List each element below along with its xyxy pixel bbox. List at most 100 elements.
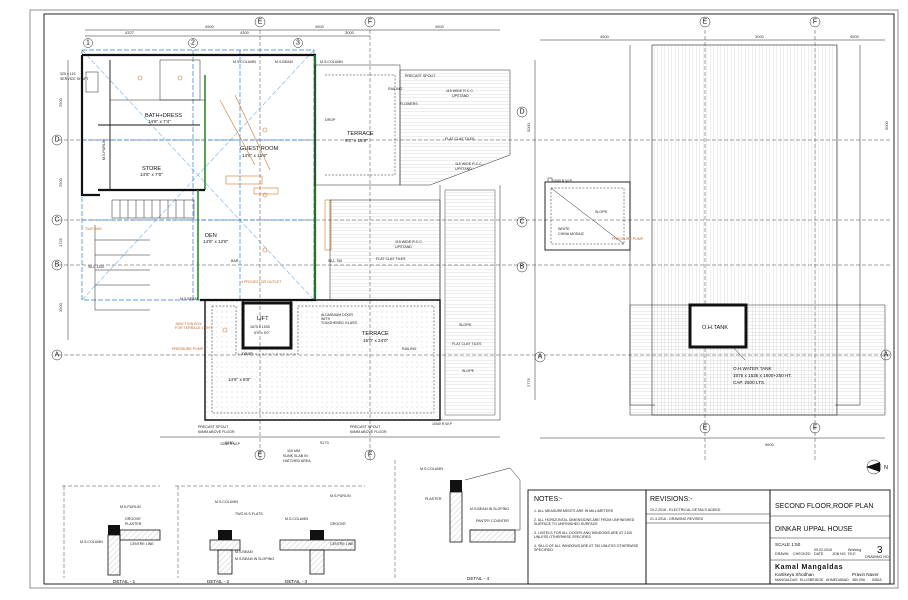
glass-door-line3: TOUGHENED GLASS xyxy=(321,321,357,325)
clay-tile-slope-lower xyxy=(329,199,441,301)
dim-top-4500c: 4500 xyxy=(435,24,445,29)
dim-roof-4500b: 4500 xyxy=(850,34,860,39)
upstand-line1-low: 115 WIDE R.C.C. xyxy=(395,240,423,244)
d1-groove: GROOVE xyxy=(125,517,141,521)
lift-label: LIFT xyxy=(257,316,269,322)
dim-bottom-5250: 5250 xyxy=(225,440,235,445)
d1-centre: CENTRE LINE xyxy=(130,542,154,546)
grid-e-top: E xyxy=(258,19,263,26)
slope-label-2: SLOPE xyxy=(462,369,475,373)
upstand-line1-top: 115 WIDE R.C.C. xyxy=(446,89,474,93)
oh-tank-note-3: CAP. 2500 LTS. xyxy=(733,380,765,385)
glass-door-line2: WITH xyxy=(321,317,331,321)
white-mosaic-line1: WHITE xyxy=(558,227,570,231)
d4-pantry: PANTRY COUNTER xyxy=(476,519,509,523)
revision-2: 21.3.2016 - DRAWING REVISED xyxy=(650,517,704,521)
drawing-no-value: 3 xyxy=(877,545,883,556)
notes-title: NOTES:- xyxy=(534,496,563,503)
grid-d-mid: D xyxy=(519,109,524,116)
second-floor-plan: SERVICE SHAFT 325 x 115 BATH+DRESS 14'6"… xyxy=(60,49,511,463)
junction-box-line1: JUNCTION BOX xyxy=(175,322,202,326)
grid-bubbles: 1 2 3 E F E F E F E F D C B A D C B A A xyxy=(51,16,892,461)
terrace-2-dim: 15'0" x 24'0" xyxy=(363,338,389,343)
drop-label-2: DROP xyxy=(242,352,253,356)
grid-c-left: C xyxy=(54,217,59,224)
m-s-beam-label: M.S.BEAM xyxy=(275,60,293,64)
dim-side-2500a: 2500 xyxy=(58,97,63,107)
job-no-label: JOB NO. xyxy=(832,552,846,556)
d4-beam-sloping: M.S.BEAM IN SLOPING xyxy=(470,507,509,511)
dim-roof-side-5000a: 5000 xyxy=(526,122,531,132)
notes-block: NOTES:- 1. ALL MEASUREMENTS ARE IN MILLI… xyxy=(527,489,647,585)
rwp-label-1: 100Ø R.W.P xyxy=(220,442,241,446)
file-label: FILE xyxy=(848,552,856,556)
bar-label: BAR xyxy=(231,259,239,263)
grid-a-mid: A xyxy=(538,354,543,361)
terrace-2-label: TERRACE xyxy=(362,331,389,337)
d4-column: M.S.COLUMN xyxy=(420,467,443,471)
sunk-slab-line2: SUNK SLAB IN xyxy=(283,454,308,458)
m-s-column-label-2: M.S.COLUMN xyxy=(233,60,256,64)
upstand-line1-mid: 115 WIDE R.C.C. xyxy=(455,162,483,166)
detail-4-title: DETAIL - 4 xyxy=(467,576,490,581)
terrace-1-outline xyxy=(314,64,401,186)
d2-column: M.S.COLUMN xyxy=(215,500,238,504)
title-block: SECOND FLOOR,ROOF PLAN DINKAR UPPAL HOUS… xyxy=(769,489,891,585)
note-2: 2. ALL HORIZONTAL DIMENSIONS ARE FROM UN… xyxy=(534,518,635,526)
drawing-no-label: DRAWING NO. xyxy=(865,555,890,559)
note-3: 3. LINTELS FOR ALL DOORS AND WINDOWS ARE… xyxy=(534,531,632,539)
glass-door-line1: ALUMINIUM DOOR xyxy=(321,313,353,317)
d2-flats: TWO M.S.FLATS xyxy=(235,512,263,516)
clay-tile-slope-upper xyxy=(399,69,511,186)
grid-a-right: A xyxy=(884,352,889,359)
grid-1-label: 1 xyxy=(86,40,90,47)
d3-centre: CENTRE LINE xyxy=(330,542,354,546)
note-1: 1. ALL MEASUREMENTS ARE IN MILLIMETERS xyxy=(534,509,614,513)
grid-3-label: 3 xyxy=(296,40,300,47)
grid-f-bottom: F xyxy=(368,452,372,459)
flat-clay-tiles-label-3: FLAT CLAY TILES xyxy=(452,342,482,346)
d1-purlin: M.S.PURLIN xyxy=(120,505,141,509)
detail-3-title: DETAIL - 3 xyxy=(285,579,308,584)
scale-label: SCALE 1:50 xyxy=(775,542,801,547)
guest-room-label: GUEST ROOM xyxy=(240,146,278,152)
grid-f-roof-top: F xyxy=(813,19,817,26)
grid-e-bottom: E xyxy=(258,452,263,459)
flat-clay-tiles-label-1: FLAT CLAY TILES xyxy=(445,137,475,141)
detail-2-title: DETAIL - 2 xyxy=(207,579,230,584)
firm-name-3: Pravin Naver xyxy=(852,572,879,577)
revisions-block: REVISIONS:- 19.2.2016 - ELECTRICAL DETAI… xyxy=(645,489,771,585)
grid-f-roof-bottom: F xyxy=(813,425,817,432)
roof-plan: O.H.TANK O.H.WATER TANK 1675 x 1535 x 16… xyxy=(544,44,886,416)
sheet-outer-border xyxy=(29,9,899,589)
two-way-label: TWO WAY xyxy=(85,227,103,231)
project-name: DINKAR UPPAL HOUSE xyxy=(775,526,853,533)
terrace-1-label: TERRACE xyxy=(347,131,374,137)
city-1: MANGALDAS xyxy=(775,578,798,582)
grid-b-left: B xyxy=(55,262,60,269)
city-3: AHMEDABAD xyxy=(826,578,849,582)
drawn-label: DRAWN xyxy=(775,552,789,556)
date-label: DATE xyxy=(814,552,824,556)
den-label: DEN xyxy=(205,233,217,239)
above-floor-bottom-1: 50MM ABOVE FLOOR xyxy=(198,430,235,434)
dim-top-4327: 4327 xyxy=(125,30,135,35)
lift-dim1: 1675 x 1535 xyxy=(250,325,270,329)
d3-column: M.S.COLUMN xyxy=(285,517,308,521)
revisions-title: REVISIONS:- xyxy=(650,496,693,503)
service-shaft-label: SERVICE SHAFT xyxy=(60,77,89,81)
sunk-slab-line1: 100 MM xyxy=(287,449,300,453)
terrace-2-hatched xyxy=(204,299,441,421)
north-arrow: N xyxy=(866,459,888,475)
dim-bottom-9270: 9270 xyxy=(320,440,330,445)
terrace-1-dim: 9'3" x 15'6" xyxy=(345,138,368,143)
flowers-label: FLOWERS xyxy=(400,102,418,106)
projector-outlet-label: 4 PROJECTOR OUTLET xyxy=(241,280,282,284)
file-value: Working xyxy=(848,548,861,552)
precast-spout-bottom-1: PRECAST SPOUT xyxy=(198,425,229,429)
dim-side-1725: 1725 xyxy=(58,237,63,247)
dim-top-4500a: 4500 xyxy=(205,24,215,29)
sill-1200-label: SILL 1200 xyxy=(88,265,104,269)
rwp-label-2: 100Ø R.W.P xyxy=(432,422,453,426)
firm-name-1: Kamal Mangaldas xyxy=(775,564,843,571)
